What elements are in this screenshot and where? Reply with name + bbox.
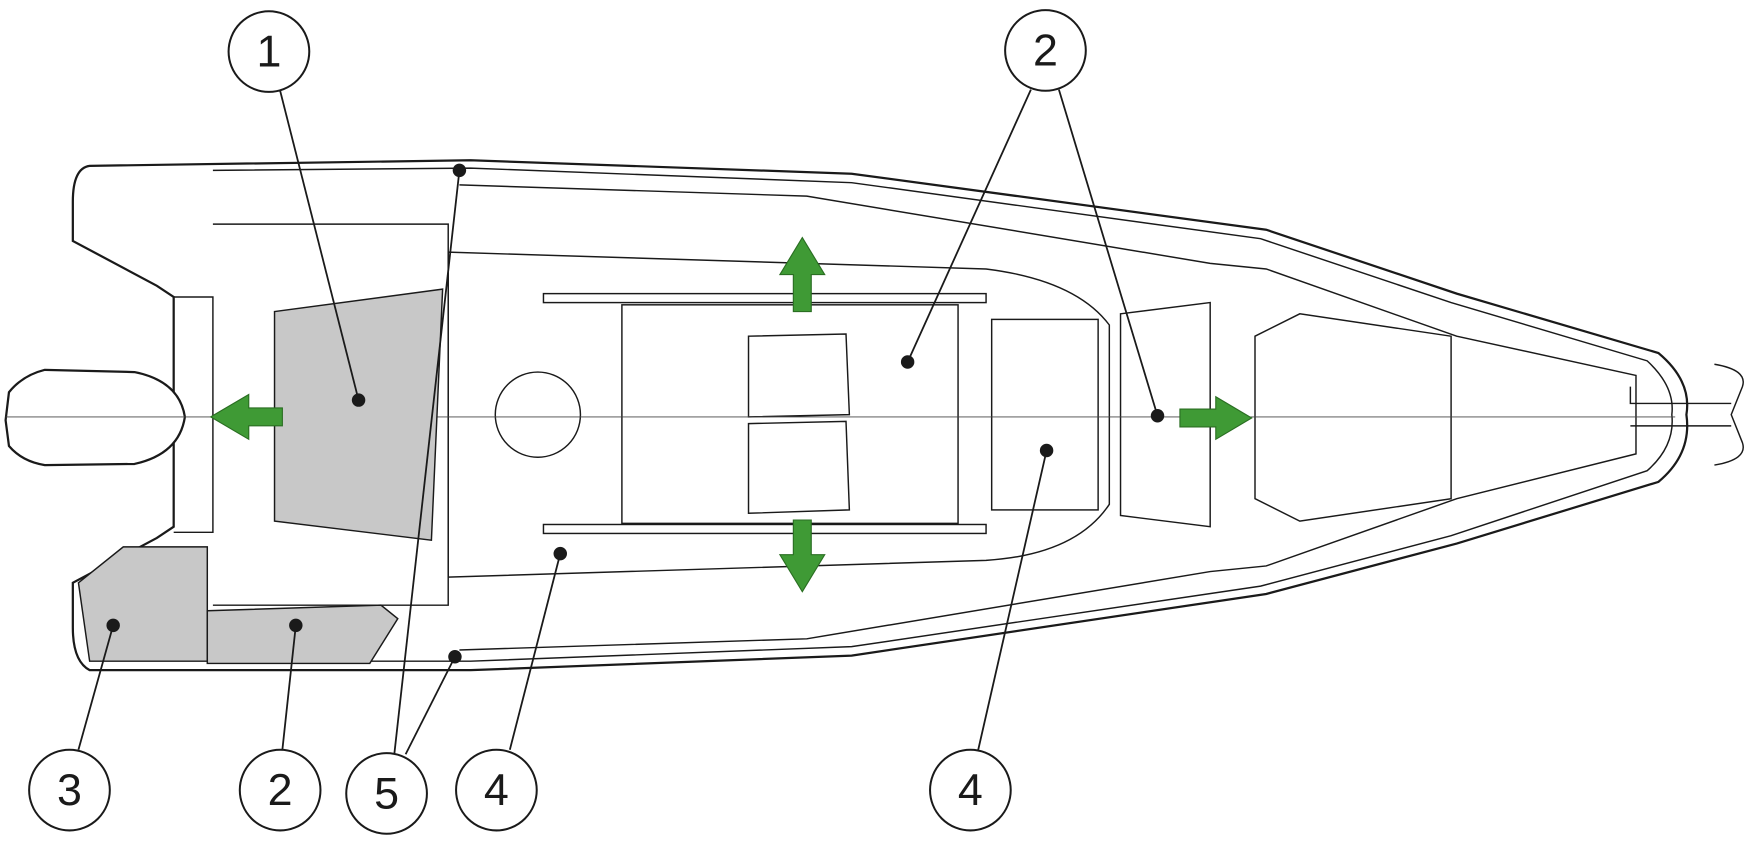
svg-text:1: 1 [256,27,281,77]
arrow-left [209,393,283,441]
outboard-motor [4,368,187,467]
hull-outline [71,159,1689,672]
svg-text:4: 4 [484,765,509,815]
leader-lines [77,89,1165,755]
arrow-down [778,519,826,593]
seat-bottom [747,420,851,515]
svg-text:3: 3 [57,765,82,815]
svg-text:4: 4 [958,765,983,815]
hatch-round [494,371,582,458]
forward-locker [1119,301,1211,528]
bow-locker [1254,313,1452,522]
callout-2-bottom: 2 [238,748,322,832]
console-frame [621,304,959,525]
rail-top [542,292,987,304]
bow-anchor [1629,363,1744,466]
callout-1: 1 [227,10,311,93]
area-1-shaded [273,288,444,541]
front-seat-box [990,318,1099,511]
callout-2-top: 2 [1004,9,1087,92]
svg-text:2: 2 [268,765,293,815]
arrow-right [1179,395,1253,441]
callout-4-right: 4 [929,748,1012,832]
deck-rim [459,184,1637,651]
hull-inner-line [212,167,1673,662]
callout-3: 3 [28,748,111,832]
area-3-shaded [77,546,209,662]
svg-text:5: 5 [374,768,399,818]
rail-bottom [542,523,987,535]
area-2-shaded [206,604,399,665]
console-area [447,251,1111,578]
seat-top [747,333,851,418]
callout-4-left: 4 [455,748,538,832]
arrow-up [778,236,826,313]
callout-5: 5 [345,752,428,835]
svg-text:2: 2 [1033,25,1058,75]
